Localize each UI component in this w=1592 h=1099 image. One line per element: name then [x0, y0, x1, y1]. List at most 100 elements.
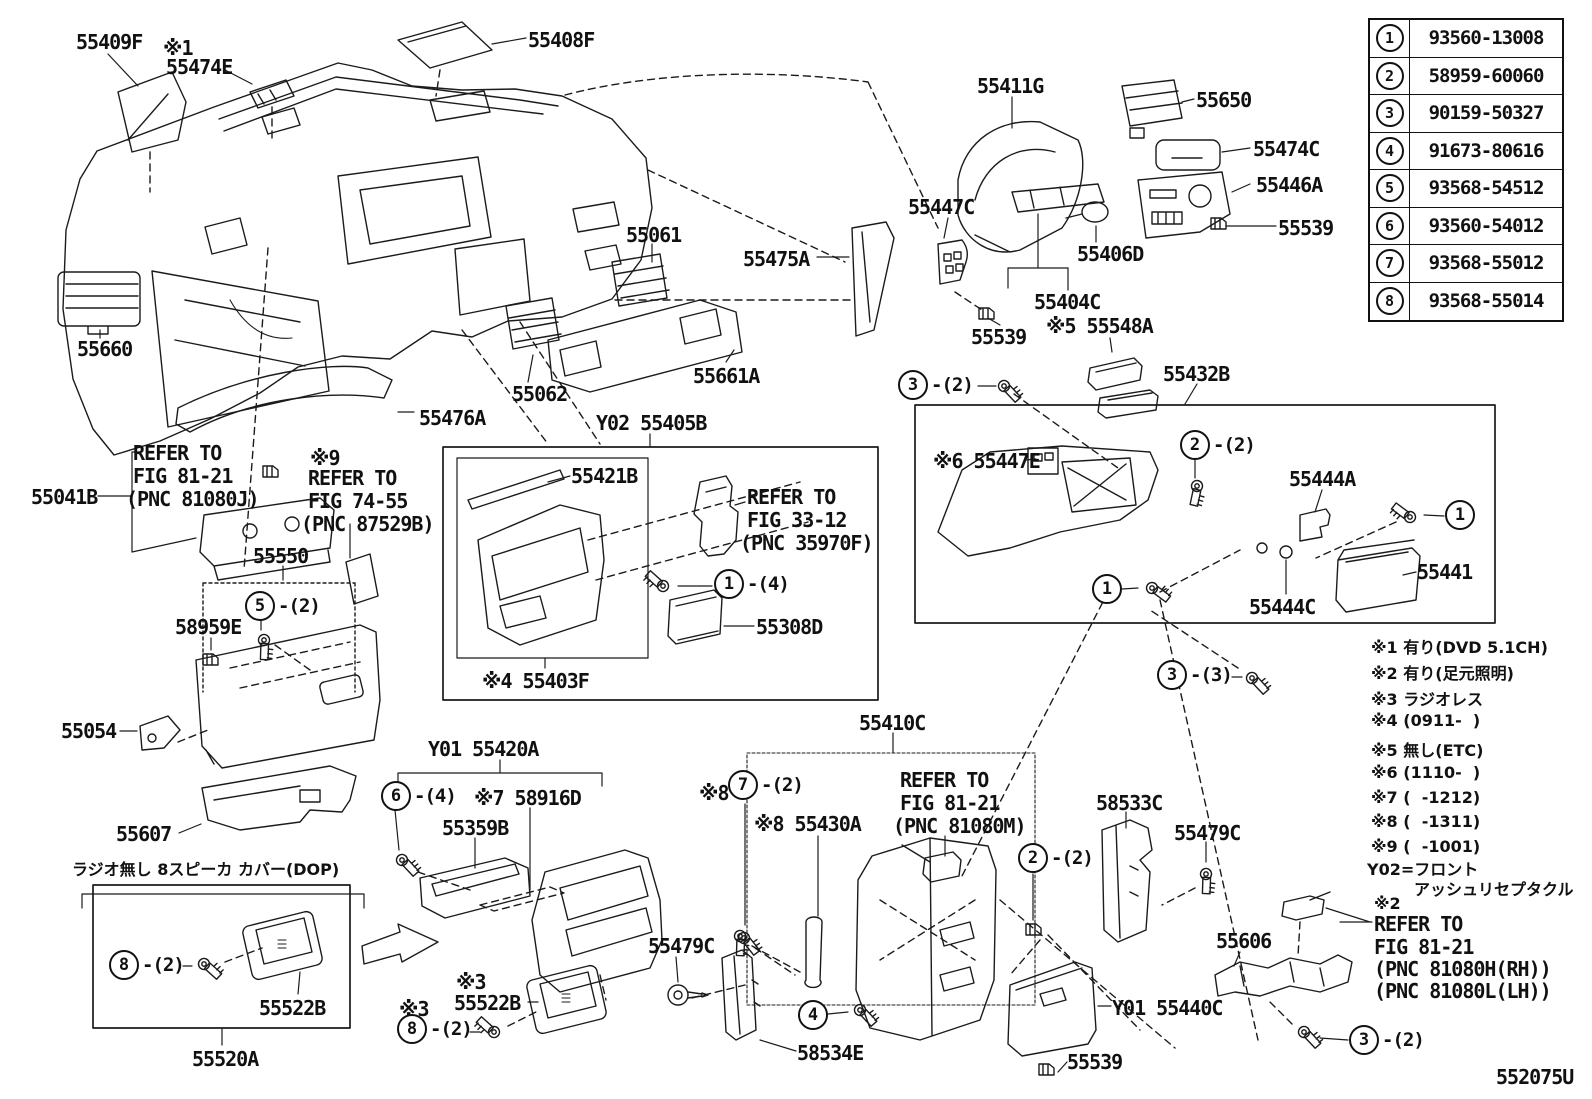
part-55432B [1097, 389, 1159, 419]
label-58959E: 58959E [175, 615, 242, 639]
callout-1-c: 1-(4) [714, 569, 790, 599]
part-55441 [1335, 539, 1421, 613]
part-58533C [1101, 819, 1153, 943]
instrument-panel-outline [62, 62, 653, 456]
part-55408F [397, 21, 493, 69]
part-81080M-connector [901, 844, 962, 883]
label-refM-2: FIG 81-21 [900, 791, 1000, 815]
ref-table-row: 3 90159-50327 [1370, 95, 1562, 133]
ref-row-number-cell: 6 [1370, 207, 1410, 244]
box-55432B [914, 404, 1496, 624]
note-4: ※4 (0911- ) [1371, 711, 1481, 730]
ref-part-number: 93568-54512 [1428, 177, 1545, 200]
label-refN-3: (PNC 81080H(RH)) [1374, 957, 1552, 981]
part-55421B [467, 469, 565, 510]
label-55550: 55550 [253, 544, 309, 568]
callout-circle: 4 [798, 1000, 828, 1030]
label-55539-2: 55539 [971, 325, 1027, 349]
label-55476A: 55476A [419, 406, 486, 430]
label-55479C-1: 55479C [648, 934, 715, 958]
label-55432B: 55432B [1163, 362, 1230, 386]
part-55062 [505, 297, 562, 350]
callout-circle: 1 [1092, 574, 1122, 604]
leader-lines [81, 37, 1445, 1073]
ref-row-number: 8 [1375, 287, 1404, 316]
label-55474C: 55474C [1253, 137, 1320, 161]
part-x2-connector [1281, 891, 1331, 921]
label-refN-1: REFER TO [1374, 912, 1463, 936]
label-mark-x9: ※9 [310, 446, 341, 470]
callout-5-a: 5-(2) [245, 591, 321, 621]
part-55474C [1155, 139, 1221, 171]
part-55061 [611, 253, 670, 307]
label-55054: 55054 [61, 719, 117, 743]
label-55607: 55607 [116, 822, 172, 846]
label-refN-2: FIG 81-21 [1374, 935, 1474, 959]
ref-part-number: 91673-80616 [1428, 139, 1545, 162]
note-5: ※5 無し(ETC) [1371, 741, 1484, 760]
part-55410C-housing [855, 837, 997, 1041]
label-refK-3: (PNC 87529B) [301, 512, 434, 536]
ref-part-number: 90159-50327 [1428, 102, 1545, 125]
ref-row-number: 3 [1375, 99, 1404, 128]
callout-count: -(2) [142, 954, 185, 976]
callout-count: -(2) [278, 595, 321, 617]
label-refK-1: REFER TO [308, 466, 397, 490]
part-55550-door [195, 624, 381, 769]
label-refM-1: REFER TO [900, 768, 989, 792]
part-55548A [1087, 357, 1143, 391]
label-refM-3: (PNC 81080M) [893, 814, 1026, 838]
callout-count: -(2) [1213, 434, 1256, 456]
label-55479C-2: 55479C [1174, 821, 1241, 845]
box-55550 [202, 582, 356, 693]
label-drawing-code: 552075U [1496, 1065, 1574, 1089]
ref-row-number: 6 [1375, 211, 1404, 240]
label-55041B: 55041B [31, 485, 98, 509]
label-55404C: 55404C [1034, 290, 1101, 314]
ref-part-number: 93568-55012 [1428, 252, 1545, 275]
label-55475A: 55475A [743, 247, 810, 271]
callout-circle: 7 [728, 770, 758, 800]
ref-row-number-cell: 8 [1370, 282, 1410, 320]
note-y02-1: Y02=フロント [1367, 860, 1479, 879]
label-55411G: 55411G [977, 74, 1044, 98]
label-55410C: 55410C [859, 711, 926, 735]
part-55474E [249, 79, 295, 109]
note-8: ※8 ( -1311) [1371, 812, 1481, 831]
label-55409F: 55409F [76, 30, 143, 54]
part-55420A-panel [531, 849, 663, 993]
callout-count: -(2) [430, 1018, 473, 1040]
ref-part-number: 58959-60060 [1428, 64, 1545, 87]
part-55440C [1007, 961, 1097, 1057]
note-9: ※9 ( -1001) [1371, 837, 1481, 856]
label-55308D: 55308D [756, 615, 823, 639]
part-fig33-bracket [693, 475, 739, 557]
part-58534E [721, 949, 761, 1041]
part-55607 [201, 765, 357, 831]
callout-8-b: 8-(2) [397, 1014, 473, 1044]
callout-1-b: 1 [1092, 574, 1122, 604]
callout-circle: 8 [397, 1014, 427, 1044]
label-55061: 55061 [626, 223, 682, 247]
label-58533C: 58533C [1096, 791, 1163, 815]
box-55405B [442, 446, 879, 701]
callout-7-a: 7-(2) [728, 770, 804, 800]
label-55661A: 55661A [693, 364, 760, 388]
ref-row-number-cell: 3 [1370, 95, 1410, 132]
label-55444A: 55444A [1289, 467, 1356, 491]
callout-3-c: 3-(2) [1349, 1025, 1425, 1055]
part-55606 [1214, 954, 1353, 997]
group-boxes [92, 404, 1496, 1029]
ref-row-number-cell: 5 [1370, 170, 1410, 207]
callout-circle: 3 [898, 370, 928, 400]
label-refJ-1: REFER TO [133, 441, 222, 465]
label-mark-x1: ※1 [163, 36, 194, 60]
callout-count: -(2) [931, 374, 974, 396]
note-1: ※1 有り(DVD 5.1CH) [1371, 638, 1548, 657]
box-55403F [456, 457, 649, 659]
note-3: ※3 ラジオレス [1371, 690, 1483, 709]
part-55447E [1027, 447, 1059, 475]
callout-circle: 1 [1445, 500, 1475, 530]
label-55440C: Y01 55440C [1112, 996, 1223, 1020]
